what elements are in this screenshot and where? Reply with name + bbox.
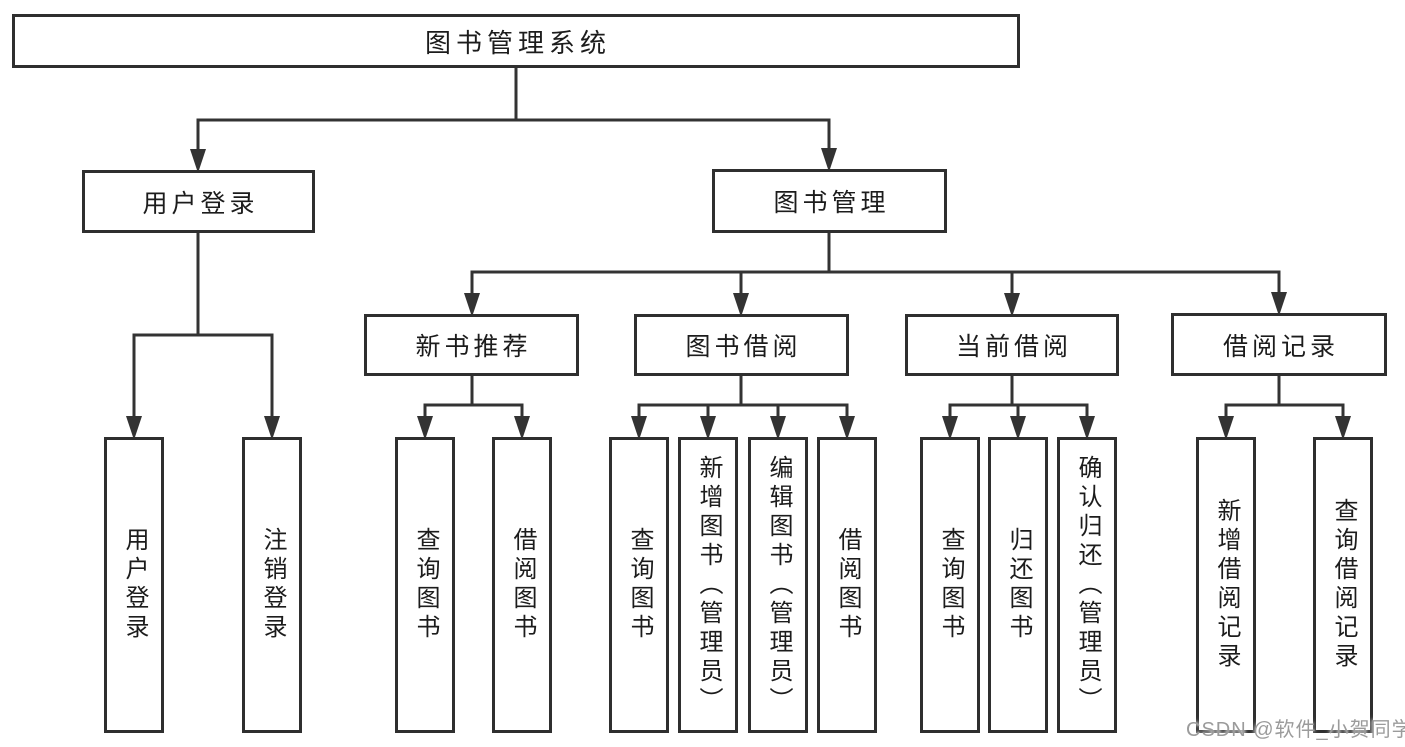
- leaf-add-books-admin: 新增图书（管理员）: [678, 437, 738, 733]
- watermark-text: CSDN @软件_小贺同学: [1186, 719, 1405, 741]
- leaf-add-borrow-record-label: 新增借阅记录: [1213, 498, 1240, 672]
- leaf-query-books-recommend: 查询图书: [395, 437, 455, 733]
- node-current-borrowing: 当前借阅: [905, 314, 1119, 376]
- node-borrowing-records-label: 借阅记录: [1222, 332, 1339, 361]
- leaf-confirm-return-admin-label: 确认归还（管理员）: [1074, 454, 1101, 716]
- node-user-login: 用户登录: [82, 170, 315, 233]
- leaf-query-books-current: 查询图书: [920, 437, 980, 733]
- leaf-edit-books-admin: 编辑图书（管理员）: [748, 437, 808, 733]
- node-new-book-recommendation: 新书推荐: [364, 314, 579, 376]
- leaf-query-books-recommend-label: 查询图书: [412, 527, 439, 643]
- leaf-query-books-current-label: 查询图书: [937, 527, 964, 643]
- leaf-edit-books-admin-label: 编辑图书（管理员）: [765, 454, 792, 716]
- node-book-borrowing-label: 图书借阅: [685, 333, 802, 361]
- node-book-management-label: 图书管理: [773, 189, 890, 217]
- leaf-user-login-label: 用户登录: [121, 527, 148, 643]
- leaf-user-login: 用户登录: [104, 437, 164, 733]
- leaf-return-books: 归还图书: [988, 437, 1048, 733]
- leaf-borrow-books: 借阅图书: [817, 437, 877, 733]
- leaf-query-books-borrow-label: 查询图书: [626, 527, 653, 643]
- node-book-borrowing: 图书借阅: [634, 314, 849, 376]
- leaf-borrow-books-label: 借阅图书: [834, 527, 861, 643]
- node-new-book-recommendation-label: 新书推荐: [415, 333, 532, 361]
- node-root-library-management-system: 图书管理系统: [12, 14, 1020, 68]
- leaf-borrow-books-recommend: 借阅图书: [492, 437, 552, 733]
- leaf-logout-label: 注销登录: [259, 527, 286, 643]
- node-root-label: 图书管理系统: [424, 27, 611, 58]
- node-current-borrowing-label: 当前借阅: [955, 333, 1072, 361]
- node-book-management: 图书管理: [712, 169, 947, 233]
- leaf-add-books-admin-label: 新增图书（管理员）: [695, 454, 722, 716]
- leaf-query-books-borrow: 查询图书: [609, 437, 669, 733]
- leaf-query-borrow-record-label: 查询借阅记录: [1330, 498, 1357, 672]
- leaf-borrow-books-recommend-label: 借阅图书: [509, 527, 536, 643]
- leaf-confirm-return-admin: 确认归还（管理员）: [1057, 437, 1117, 733]
- leaf-return-books-label: 归还图书: [1005, 527, 1032, 643]
- node-user-login-label: 用户登录: [142, 189, 259, 218]
- leaf-logout: 注销登录: [242, 437, 302, 733]
- leaf-query-borrow-record: 查询借阅记录: [1313, 437, 1373, 733]
- leaf-add-borrow-record: 新增借阅记录: [1196, 437, 1256, 733]
- node-borrowing-records: 借阅记录: [1171, 313, 1387, 376]
